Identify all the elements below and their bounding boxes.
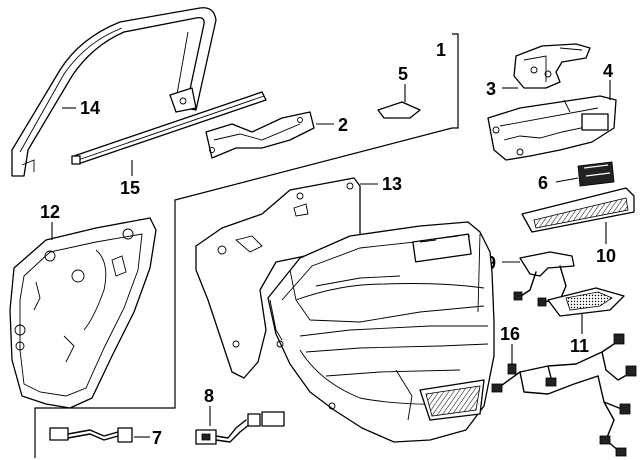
part-2-bracket [205, 111, 315, 159]
part-15-belt-molding [71, 91, 267, 165]
callout-6: 6 [538, 173, 548, 193]
callout-3: 3 [486, 79, 496, 99]
callout-13: 13 [382, 174, 402, 194]
callout-15: 15 [120, 178, 140, 198]
part-6-switch [577, 161, 615, 187]
callout-5: 5 [398, 64, 408, 84]
part-4-armrest-bezel [487, 95, 617, 161]
part-7-pigtail [49, 427, 133, 443]
callout-12: 12 [40, 202, 60, 222]
part-16-wiring-harness [491, 333, 637, 457]
callout-10: 10 [596, 246, 616, 266]
part-10-pocket-trim [521, 187, 635, 233]
part-8-switch-harness [195, 411, 285, 445]
callout-2: 2 [338, 115, 348, 135]
callout-1: 1 [436, 40, 446, 60]
part-3-door-handle [513, 43, 591, 89]
callout-16: 16 [500, 324, 520, 344]
part-14-door-frame [11, 7, 217, 177]
callout-11: 11 [570, 336, 589, 356]
callout-4: 4 [603, 61, 613, 81]
group-box-1 [452, 33, 459, 129]
part-13-insulator [195, 177, 361, 379]
part-5-cover-pad [377, 101, 421, 119]
leader-6 [555, 177, 579, 183]
part-11-speaker-grille [547, 287, 625, 317]
part-12-door-module [9, 217, 157, 409]
callout-7: 7 [152, 428, 162, 448]
callout-14: 14 [80, 98, 100, 118]
door-trim-panel [267, 221, 495, 443]
group-box-1-lower [34, 127, 455, 458]
callout-8: 8 [204, 386, 214, 406]
